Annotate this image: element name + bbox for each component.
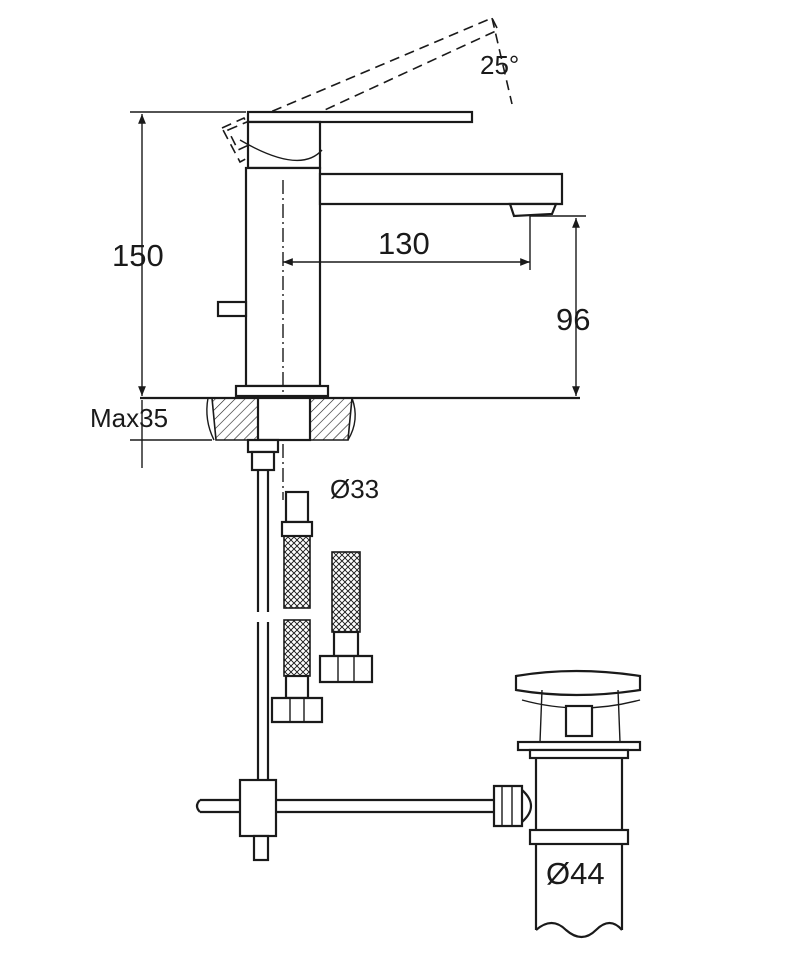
height-total-label: 150 xyxy=(112,238,164,273)
drain-cap xyxy=(514,669,642,697)
spout-height-label: 96 xyxy=(556,302,590,337)
countertop-section xyxy=(140,396,580,472)
dimension-lines xyxy=(130,111,586,468)
popup-rod xyxy=(256,470,270,780)
supply-hose-left xyxy=(270,490,324,724)
spout-reach-label: 130 xyxy=(378,226,430,261)
supply-hose-right xyxy=(318,551,374,684)
lever-handle xyxy=(246,110,474,124)
max-thickness-label: Max35 xyxy=(90,403,168,433)
popup-linkage xyxy=(195,778,494,862)
base-flange xyxy=(234,384,330,398)
aerator xyxy=(508,202,558,218)
hole-diameter-label: Ø33 xyxy=(330,474,379,504)
cartridge-cap xyxy=(246,120,322,170)
angle-label: 25° xyxy=(480,50,519,80)
popup-rod-knob xyxy=(216,300,248,318)
spout xyxy=(318,172,564,206)
lever-raised-outline xyxy=(220,16,513,164)
drain-diameter-label: Ø44 xyxy=(546,856,605,891)
faucet-body xyxy=(216,110,564,500)
popup-drain xyxy=(492,669,642,939)
